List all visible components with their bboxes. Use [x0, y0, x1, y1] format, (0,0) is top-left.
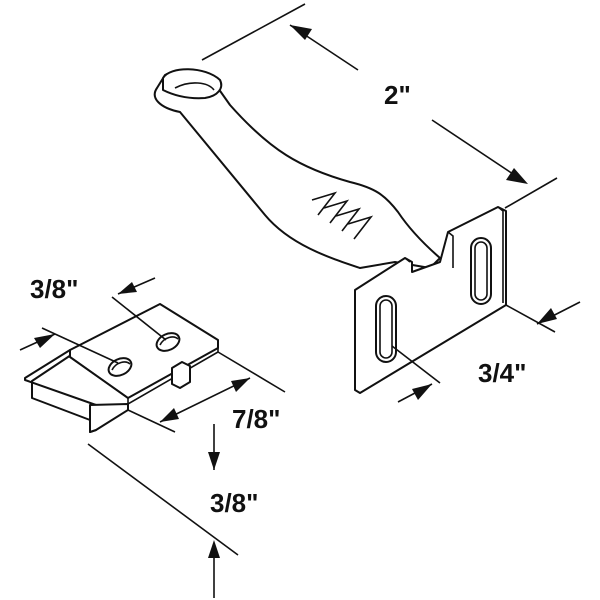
clip-slot-right [470, 237, 492, 305]
dimension-label-3-8in-height: 3/8" [210, 488, 258, 518]
dimension-2in: 2" [201, 3, 558, 209]
dimension-label-3-4in: 3/4" [478, 358, 526, 388]
clip-slot-left [375, 295, 397, 363]
dimension-label-7-8in: 7/8" [232, 404, 280, 434]
dimension-3-8in-holes: 3/8" [19, 274, 167, 364]
grip-chevrons [311, 191, 374, 240]
dimension-7-8in: 7/8" [127, 351, 286, 434]
dimension-label-2in: 2" [384, 80, 411, 110]
bracket-tab [89, 403, 129, 433]
dimension-label-3-8in-holes: 3/8" [30, 274, 78, 304]
mounting-bracket [24, 303, 219, 433]
dimension-3-8in-height: 3/8" [87, 424, 258, 598]
dimension-3-4in: 3/4" [391, 301, 581, 403]
bracket-leg [171, 361, 191, 389]
